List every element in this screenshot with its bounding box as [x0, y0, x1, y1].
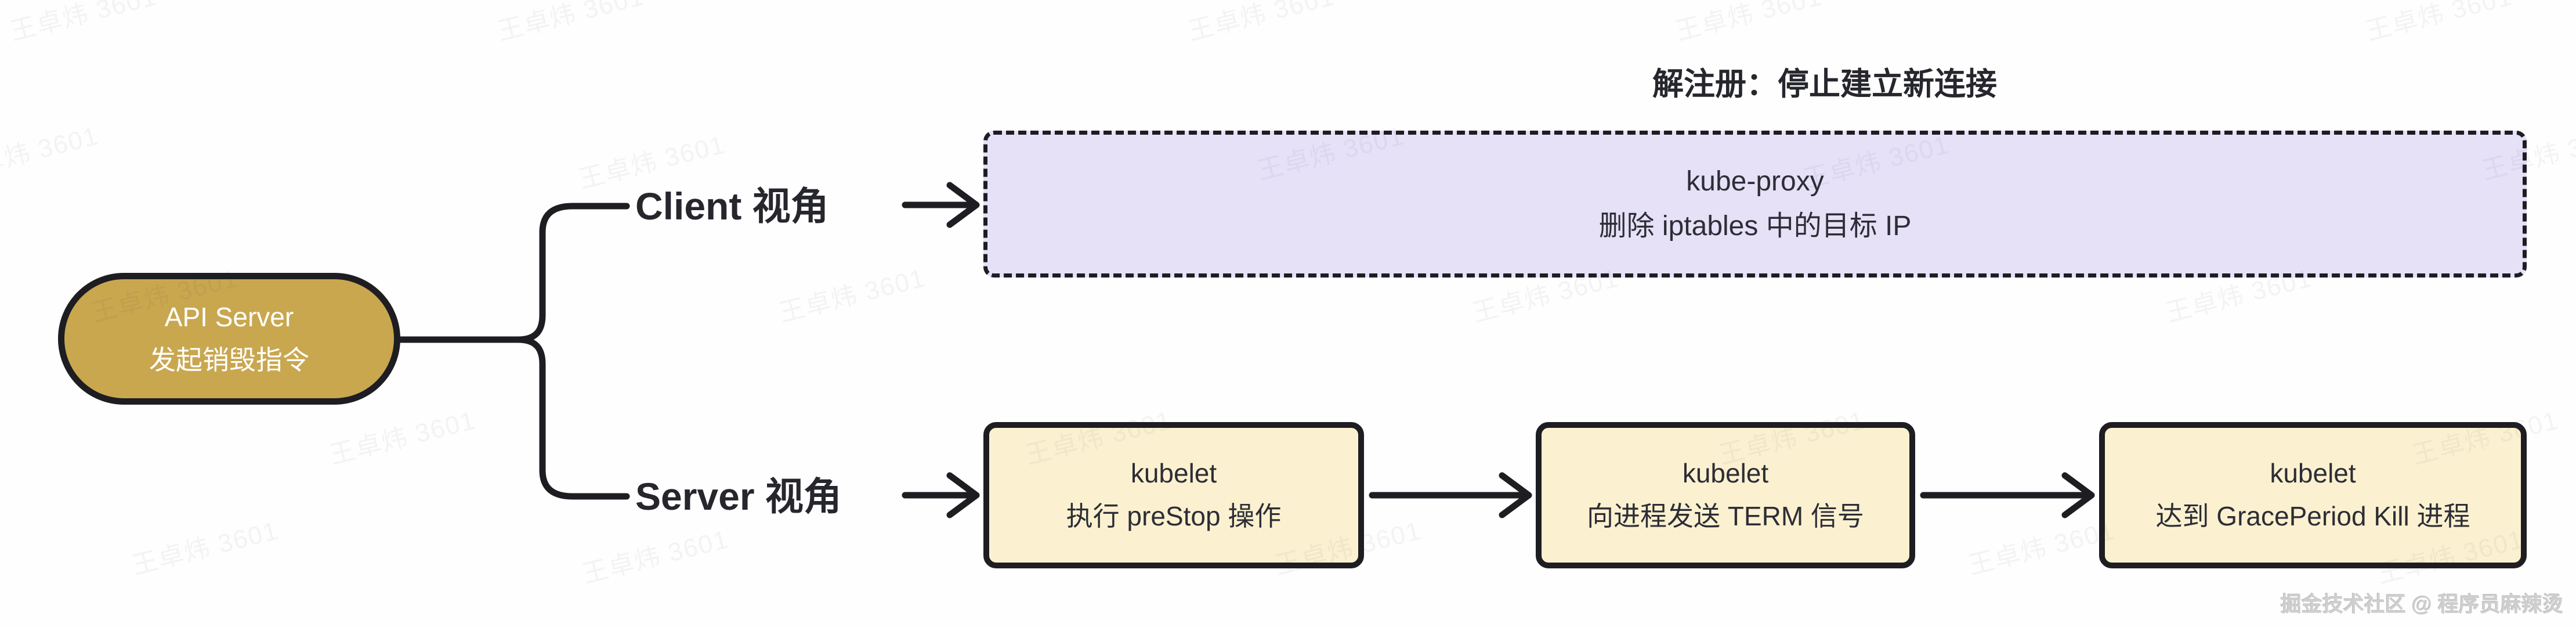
deregister-title: 解注册：停止建立新连接 — [1652, 67, 1997, 102]
kubelet-graceperiod-box-line2: 达到 GracePeriod Kill 进程 — [2155, 501, 2470, 531]
kubelet-graceperiod-box: kubelet 达到 GracePeriod Kill 进程 — [2099, 422, 2527, 568]
api-server-node-line2: 发起销毁指令 — [149, 344, 309, 375]
arrowhead-step2-to-step3 — [2061, 472, 2095, 518]
arrowhead-step1-to-step2 — [1499, 472, 1532, 518]
server-branch-label: Server 视角 — [635, 475, 842, 518]
kubelet-term-box-line1: kubelet — [1682, 458, 1769, 489]
kube-proxy-box-line2: 删除 iptables 中的目标 IP — [1598, 210, 1912, 242]
kubelet-prestop-box-line1: kubelet — [1130, 458, 1217, 489]
branch-server-line — [515, 336, 630, 500]
api-server-node-line1: API Server — [164, 301, 294, 332]
kubelet-prestop-box: kubelet 执行 preStop 操作 — [983, 422, 1364, 568]
kube-proxy-box: kube-proxy 删除 iptables 中的目标 IP — [983, 131, 2527, 278]
kubelet-graceperiod-box-line1: kubelet — [2270, 458, 2356, 489]
kubelet-term-box: kubelet 向进程发送 TERM 信号 — [1536, 422, 1915, 568]
arrowhead-server-to-step1 — [946, 472, 980, 518]
arrowhead-client-to-kubeproxy — [946, 182, 980, 228]
branch-client-line — [515, 203, 630, 343]
kube-proxy-box-line1: kube-proxy — [1686, 165, 1824, 197]
kubelet-term-box-line2: 向进程发送 TERM 信号 — [1587, 501, 1864, 531]
credit-text: 掘金技术社区 @ 程序员麻辣烫 — [2280, 592, 2563, 616]
api-server-node: API Server 发起销毁指令 — [58, 273, 400, 405]
client-branch-label: Client 视角 — [635, 185, 829, 228]
kubelet-prestop-box-line2: 执行 preStop 操作 — [1066, 501, 1282, 531]
